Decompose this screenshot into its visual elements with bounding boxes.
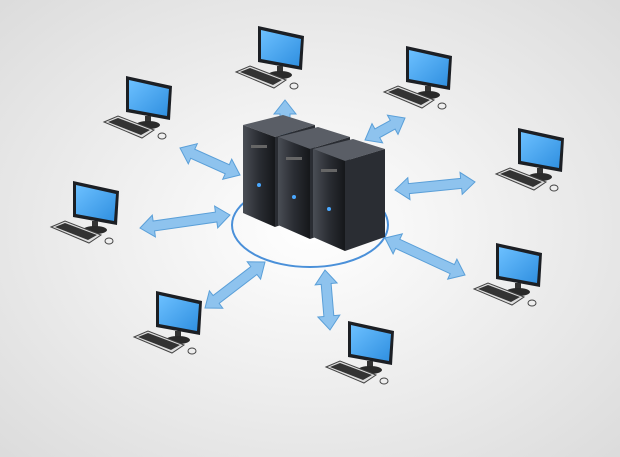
mouse [379,377,389,385]
server-led [292,195,296,199]
connection-arrow [179,142,241,181]
connection-arrow [139,205,231,238]
keyboard-keys [500,170,542,187]
monitor-screen [351,325,391,361]
mouse [187,347,197,355]
keyboard-keys [478,285,520,302]
client-computer [132,291,202,355]
server-led [327,207,331,211]
monitor-screen [76,185,116,221]
mouse [549,184,559,192]
keyboard-keys [108,118,150,135]
server-front [278,137,310,239]
mouse [437,102,447,110]
mouse [527,299,537,307]
connection-arrow [314,269,341,331]
keyboard-keys [55,223,97,240]
monitor-screen [409,50,449,86]
monitor-stand [537,168,543,176]
keyboard-keys [388,88,430,105]
monitor-stand [515,283,521,291]
client-computer [234,26,304,90]
keyboard-keys [330,363,372,380]
client-computer [102,76,172,140]
client-computers [49,26,564,385]
keyboard-keys [240,68,282,85]
client-computer [382,46,452,110]
monitor-stand [425,86,431,94]
monitor-stand [92,221,98,229]
connection-arrow [364,114,406,144]
client-computer [472,243,542,307]
server-rack [243,115,385,251]
server-top [313,139,385,161]
monitor-stand [145,116,151,124]
monitor-screen [521,132,561,168]
monitor-screen [499,247,539,283]
monitor-stand [175,331,181,339]
mouse [289,82,299,90]
keyboard-keys [138,333,180,350]
server-top [243,115,315,137]
drive-bay [251,145,267,148]
server-front [313,149,345,251]
drive-bay [321,169,337,172]
client-computer [49,181,119,245]
connection-arrow [394,171,476,201]
server-led [257,183,261,187]
server-tower [313,139,385,251]
monitor-screen [129,80,169,116]
monitor-screen [261,30,301,66]
client-computer [494,128,564,192]
drive-bay [286,157,302,160]
server-side [345,149,385,251]
connection-arrow [384,233,466,280]
monitor-stand [277,66,283,74]
mouse [104,237,114,245]
server-top [278,127,350,149]
connection-arrow [204,261,266,309]
mouse [157,132,167,140]
client-computer [324,321,394,385]
monitor-stand [367,361,373,369]
connection-arrows [139,99,476,331]
server-front [243,125,275,227]
monitor-screen [159,295,199,331]
